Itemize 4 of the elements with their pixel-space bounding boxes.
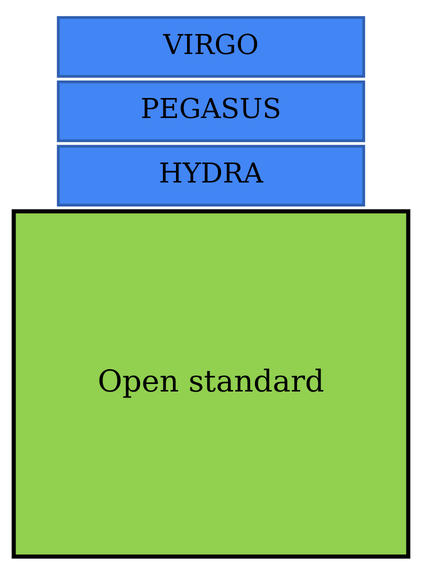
node-box: Open standard: [12, 208, 410, 558]
node-box: PEGASUS: [56, 80, 366, 142]
node-box: VIRGO: [56, 16, 366, 78]
node-box: HYDRA: [56, 144, 366, 206]
